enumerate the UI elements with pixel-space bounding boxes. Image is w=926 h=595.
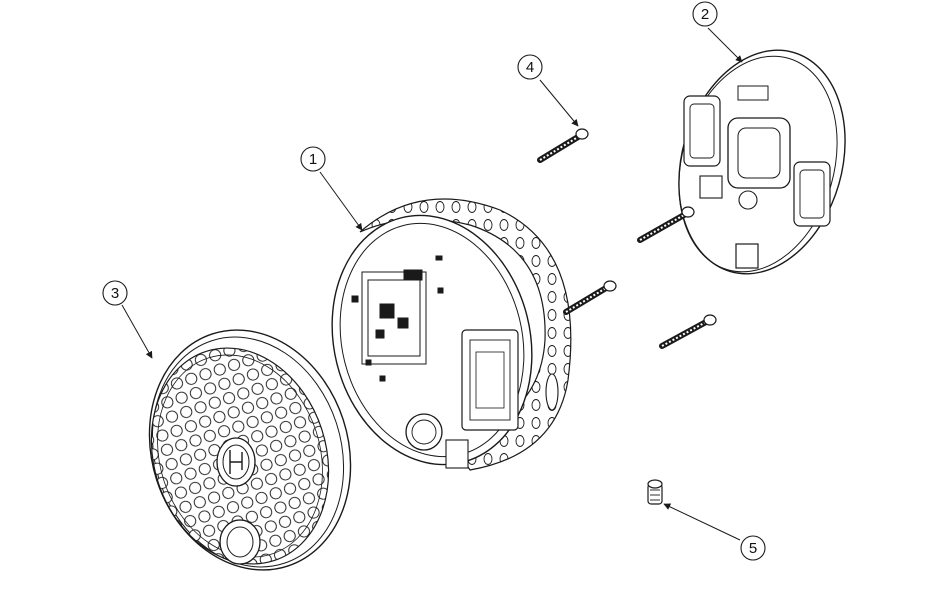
- callout-balloons: 1 2 3 4 5: [102, 1, 766, 561]
- screw-middle: [563, 280, 617, 315]
- screw-right-upper: [637, 206, 695, 243]
- mounting-plate-part: [678, 49, 846, 275]
- callout-5: 5: [740, 535, 766, 561]
- callout-2: 2: [692, 1, 718, 27]
- circuit-board: [351, 255, 444, 382]
- leader-4: [539, 79, 579, 127]
- callout-2-label: 2: [701, 6, 709, 23]
- logo-boss: [216, 437, 256, 487]
- front-cover-part: [148, 329, 352, 571]
- leader-3: [121, 304, 153, 359]
- sensor-window: [219, 519, 261, 565]
- callout-1-label: 1: [309, 151, 317, 168]
- leader-lines: [121, 27, 743, 541]
- screw-top: [537, 128, 589, 163]
- leader-5: [663, 503, 741, 541]
- callout-1: 1: [300, 146, 326, 172]
- callout-3: 3: [102, 280, 128, 306]
- set-screw-part: [647, 479, 663, 505]
- callout-4-label: 4: [526, 59, 534, 76]
- callout-4: 4: [517, 54, 543, 80]
- leader-2: [707, 27, 743, 63]
- callout-3-label: 3: [111, 285, 119, 302]
- battery-module: [461, 329, 519, 431]
- screws-part: [537, 128, 717, 349]
- buzzer: [405, 413, 469, 469]
- leader-1: [319, 171, 363, 231]
- main-housing-part: [331, 198, 572, 471]
- callout-5-label: 5: [749, 540, 757, 557]
- screw-right-lower: [659, 314, 717, 349]
